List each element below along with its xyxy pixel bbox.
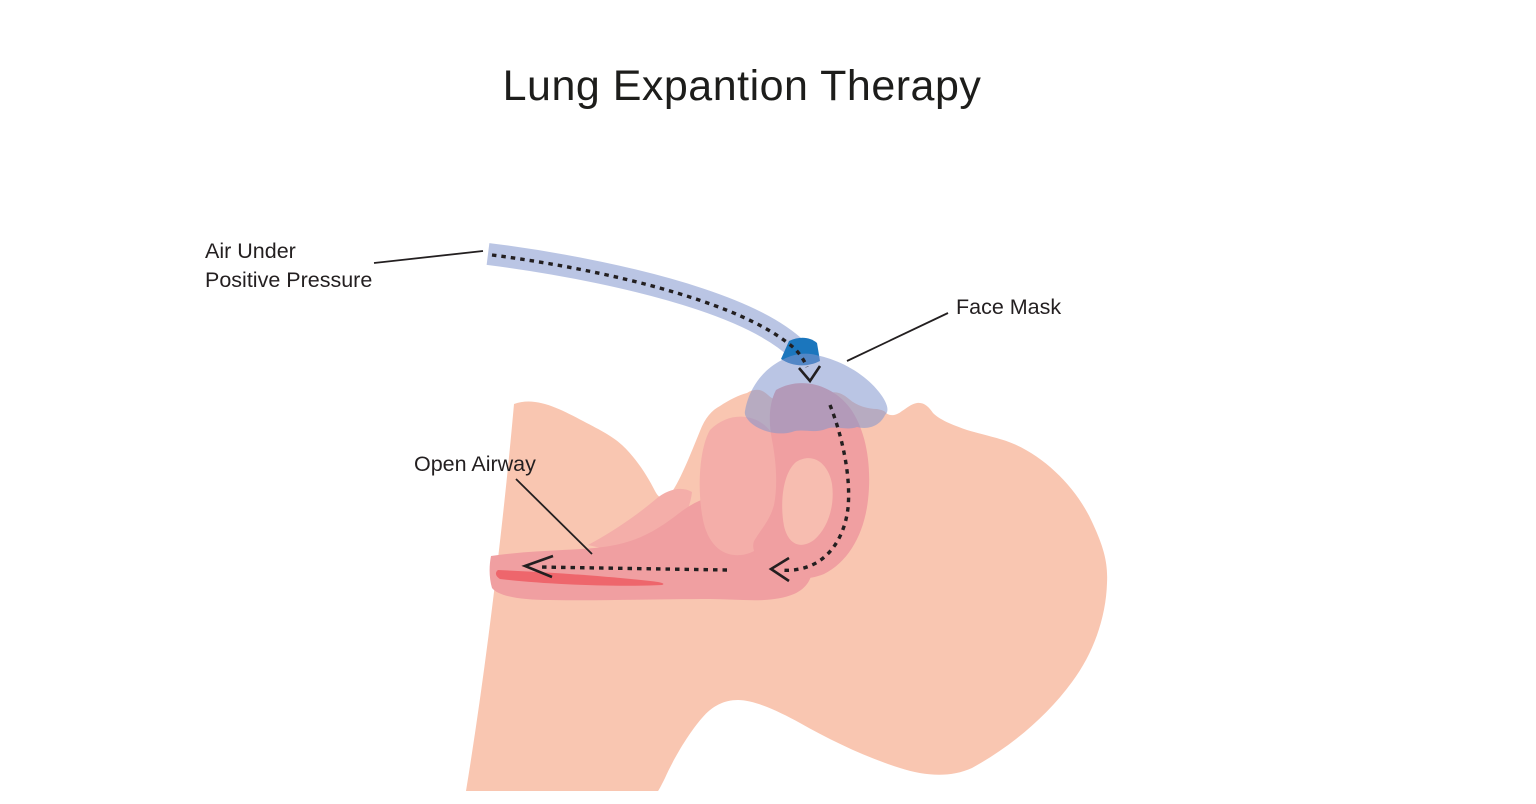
label-air-under-positive-pressure: Air Under Positive Pressure — [205, 237, 372, 295]
label-air-line1: Air Under — [205, 239, 296, 263]
face-mask-shape — [744, 353, 888, 434]
label-line-face-mask — [846, 312, 949, 362]
label-air-line2: Positive Pressure — [205, 268, 373, 292]
airflow-arrowhead-trachea — [521, 554, 554, 579]
airflow-dotted-line-pharynx — [779, 404, 851, 573]
airway-island — [782, 458, 833, 545]
label-leader-lines — [373, 250, 949, 555]
label-open-airway: Open Airway — [414, 452, 536, 476]
airflow-arrowhead-into-mask — [798, 365, 822, 384]
airflow-dotted-line-trachea — [537, 565, 728, 572]
airflow-dotted-lines — [491, 253, 851, 583]
label-line-open-airway — [515, 478, 593, 555]
air-tube — [486, 243, 806, 359]
label-line-air-pressure — [373, 250, 484, 264]
airflow-dotted-line-tube — [491, 253, 809, 368]
airflow-arrowhead-pharynx — [768, 556, 790, 583]
label-face-mask: Face Mask — [956, 295, 1062, 319]
diagram-title: Lung Expantion Therapy — [502, 62, 982, 110]
trachea-slit — [495, 570, 664, 586]
tongue-shape — [699, 416, 785, 556]
